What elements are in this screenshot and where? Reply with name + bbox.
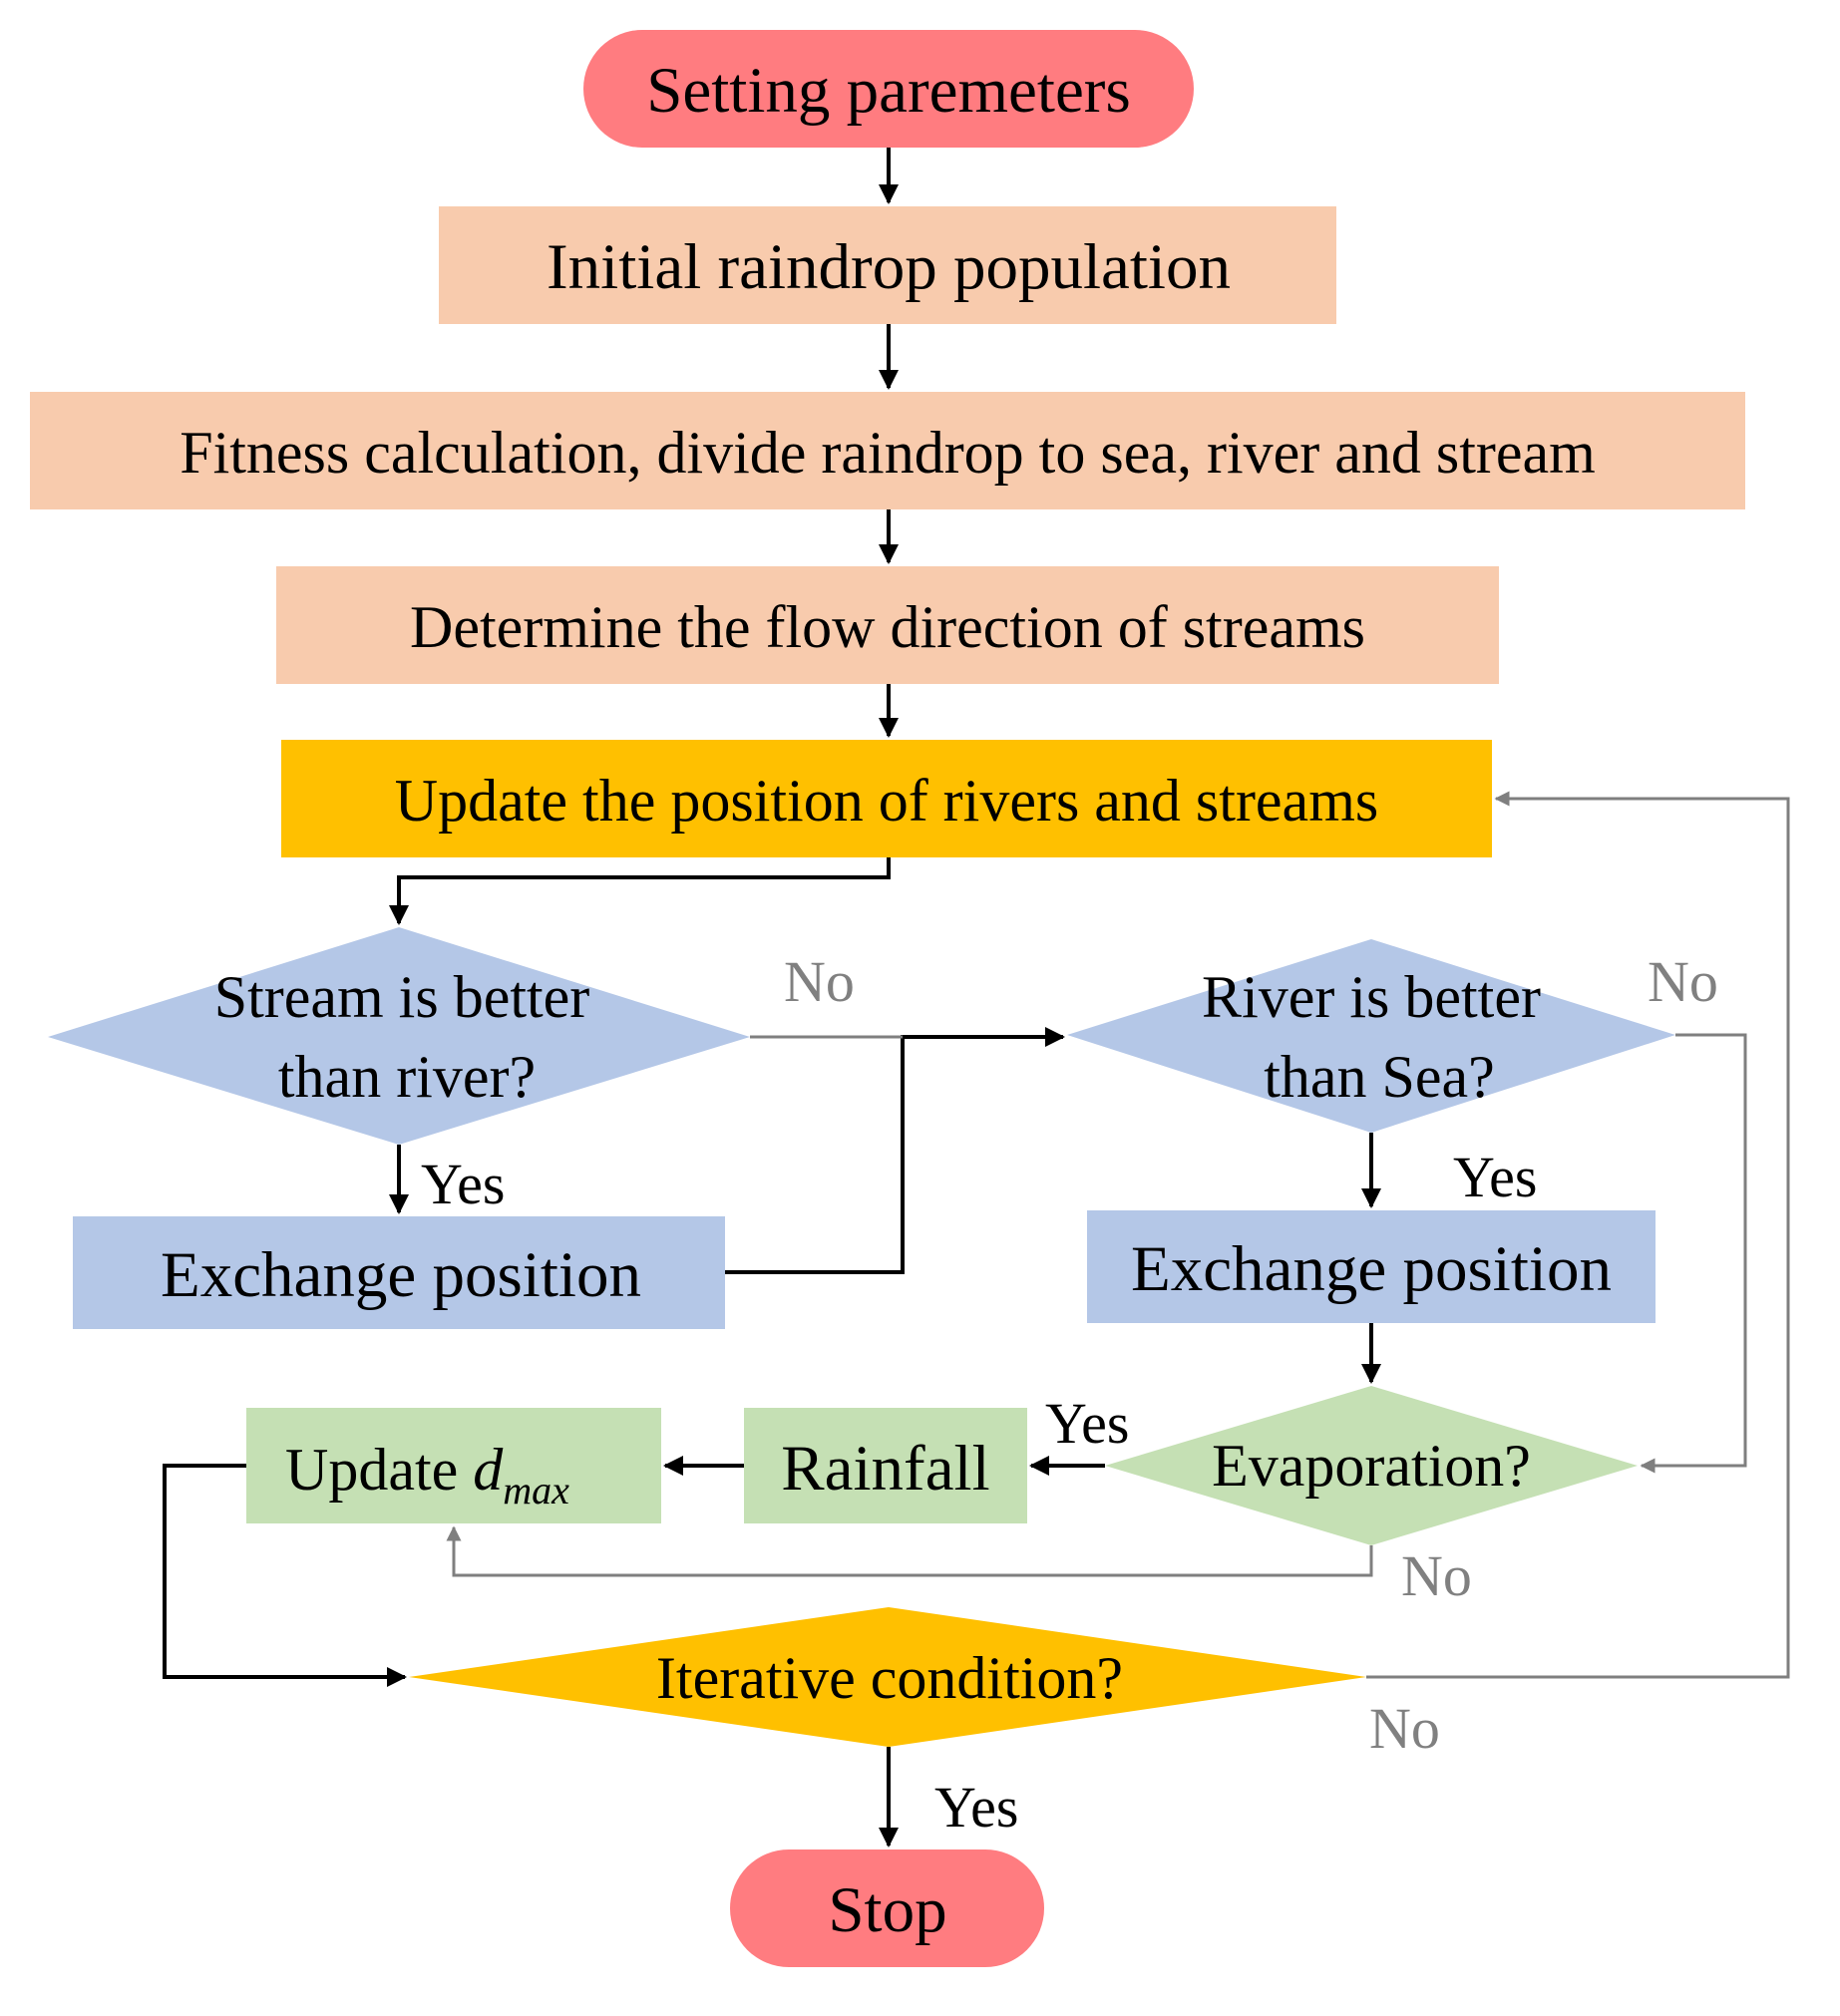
start-terminal-label: Setting paremeters xyxy=(646,55,1131,127)
exchange-left-label: Exchange position xyxy=(161,1239,641,1311)
stop-terminal-label: Stop xyxy=(828,1874,946,1946)
fitness-box xyxy=(30,392,1745,509)
connector-exchange-left-to-river xyxy=(725,1027,1065,1274)
evaporation-label: Evaporation? xyxy=(1212,1433,1531,1499)
stream-decision-line1: Stream is better xyxy=(214,964,590,1030)
exchange-right-box xyxy=(1087,1210,1656,1323)
rainfall-box xyxy=(744,1408,1027,1523)
iterative-diamond xyxy=(409,1607,1366,1747)
label-stream-yes: Yes xyxy=(421,1152,505,1216)
river-decision-line1: River is better xyxy=(1202,964,1541,1030)
connector-river-no xyxy=(1640,1033,1747,1474)
exchange-left-box xyxy=(73,1216,725,1329)
label-iterative-yes: Yes xyxy=(934,1775,1018,1840)
connector-iterative-no xyxy=(1366,791,1790,1679)
label-stream-no: No xyxy=(784,949,855,1014)
river-decision-diamond xyxy=(1067,939,1675,1133)
label-iterative-no: No xyxy=(1369,1696,1440,1761)
river-decision-line2: than Sea? xyxy=(1264,1044,1495,1110)
update-position-label: Update the position of rivers and stream… xyxy=(395,768,1378,834)
fitness-label: Fitness calculation, divide raindrop to … xyxy=(180,420,1596,486)
update-dmax-var: d xyxy=(473,1437,504,1503)
update-dmax-label: Update dmax xyxy=(285,1437,569,1512)
label-evap-no: No xyxy=(1401,1543,1472,1608)
connector-evap-no xyxy=(446,1525,1373,1577)
label-evap-yes: Yes xyxy=(1045,1391,1129,1456)
stop-terminal xyxy=(730,1849,1044,1967)
init-population-label: Initial raindrop population xyxy=(547,231,1231,303)
connector-update-to-stream xyxy=(389,857,891,925)
connector-dmax-to-iterative xyxy=(163,1464,407,1687)
exchange-right-label: Exchange position xyxy=(1131,1233,1612,1305)
rainfall-label: Rainfall xyxy=(781,1433,989,1505)
stream-decision-diamond xyxy=(48,927,750,1145)
evaporation-diamond xyxy=(1105,1386,1638,1545)
update-dmax-prefix: Update xyxy=(285,1437,473,1503)
label-river-yes: Yes xyxy=(1453,1145,1537,1209)
label-river-no: No xyxy=(1648,949,1718,1014)
start-terminal xyxy=(583,30,1194,148)
iterative-label: Iterative condition? xyxy=(656,1645,1123,1711)
update-dmax-sub: max xyxy=(503,1468,569,1512)
stream-decision-line2: than river? xyxy=(278,1044,536,1110)
init-population-box xyxy=(439,206,1336,324)
flow-direction-box xyxy=(276,566,1499,684)
flow-direction-label: Determine the flow direction of streams xyxy=(410,594,1365,660)
update-position-box xyxy=(281,740,1492,857)
update-dmax-box xyxy=(246,1408,661,1523)
